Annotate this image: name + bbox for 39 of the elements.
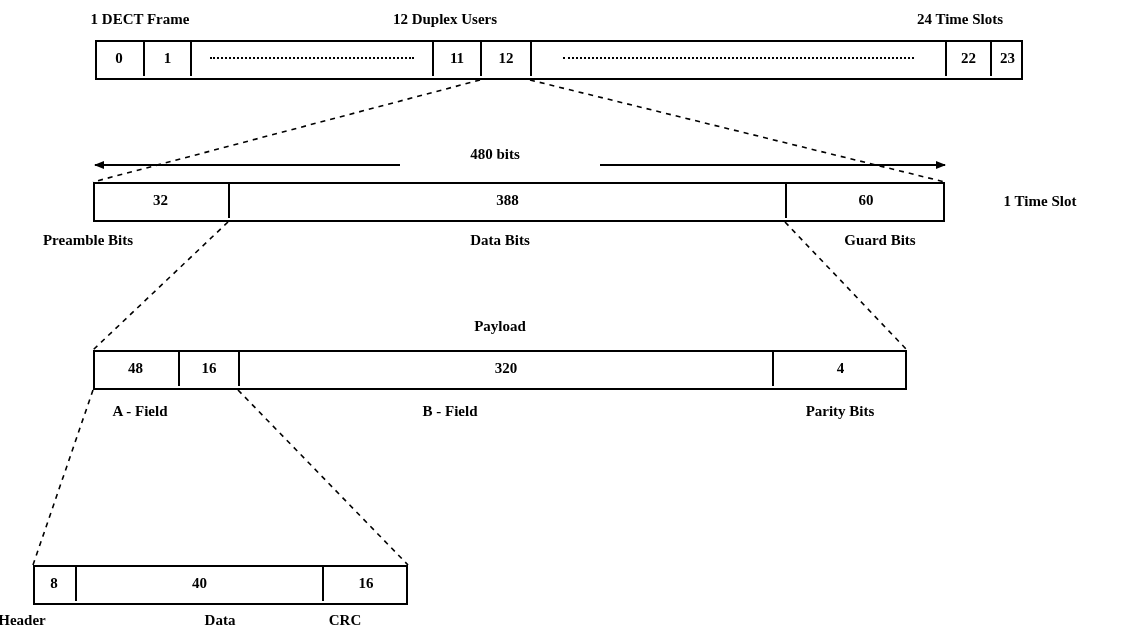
caption-text: 1 DECT Frame	[90, 11, 190, 28]
field-caption: Data Bits	[470, 232, 530, 249]
caption-text: A - Field	[112, 403, 168, 420]
bit-count-cell: 320	[238, 350, 772, 386]
bit-count-cell: 16	[178, 350, 238, 386]
field-caption: CRC	[328, 612, 362, 629]
bit-count-cell: 32	[93, 182, 228, 218]
dashed-line	[237, 389, 409, 566]
dashed-line	[529, 79, 946, 183]
dashed-line	[32, 389, 94, 566]
time-slot-row	[93, 182, 945, 222]
field-caption: 1 Time Slot	[1003, 193, 1077, 210]
row-heading: Payload	[474, 318, 526, 335]
frame-row	[95, 40, 1023, 80]
bit-count-cell: 4	[772, 350, 907, 386]
dimension-label: 480 bits	[470, 146, 520, 163]
bit-count-cell: 40	[75, 565, 322, 601]
dashed-line	[784, 221, 908, 351]
field-caption: Preamble Bits	[42, 232, 134, 249]
bit-count-cell: 16	[322, 565, 408, 601]
field-caption: Guard Bits	[844, 232, 916, 249]
bit-count-cell: 23	[990, 40, 1023, 76]
bit-count-cell: 11	[432, 40, 480, 76]
bit-count-cell: 8	[33, 565, 75, 601]
bit-count-cell: 60	[785, 182, 945, 218]
bit-count-cell: 0	[95, 40, 143, 76]
bit-count-cell: 388	[228, 182, 785, 218]
caption-text: 24 Time Slots	[916, 11, 1004, 28]
bit-count-cell: 1	[143, 40, 190, 76]
dashed-line	[92, 221, 229, 351]
field-caption: Data	[204, 612, 236, 629]
caption-text: 12 Duplex Users	[392, 11, 498, 28]
a-field-row	[33, 565, 408, 605]
bit-count-cell: 48	[93, 350, 178, 386]
field-caption: B - Field	[422, 403, 478, 420]
bit-count-cell: 22	[945, 40, 990, 76]
field-caption: Parity Bits	[805, 403, 875, 420]
payload-row	[93, 350, 907, 390]
bit-count-cell: 12	[480, 40, 530, 76]
